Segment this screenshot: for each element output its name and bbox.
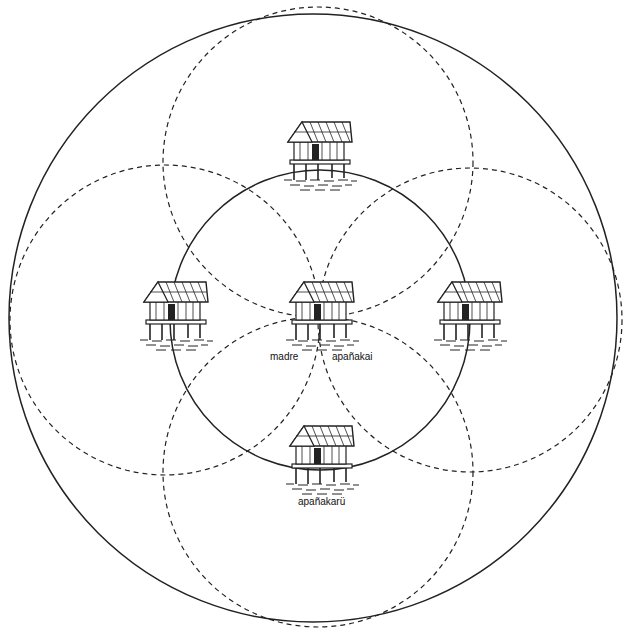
kin-term-label: madre (268, 351, 300, 363)
house (434, 282, 507, 350)
house (286, 426, 359, 494)
house (284, 122, 357, 190)
kin-term-label: apañakai (330, 351, 375, 363)
dashed-circle (163, 7, 473, 317)
dashed-circle (318, 168, 622, 472)
house (286, 282, 359, 350)
dashed-circle (10, 165, 320, 475)
house (140, 282, 213, 350)
inner-circle (170, 170, 470, 470)
kin-term-label: apañakarü (296, 496, 347, 508)
outer-circle (9, 14, 617, 622)
dashed-circle (163, 317, 473, 627)
